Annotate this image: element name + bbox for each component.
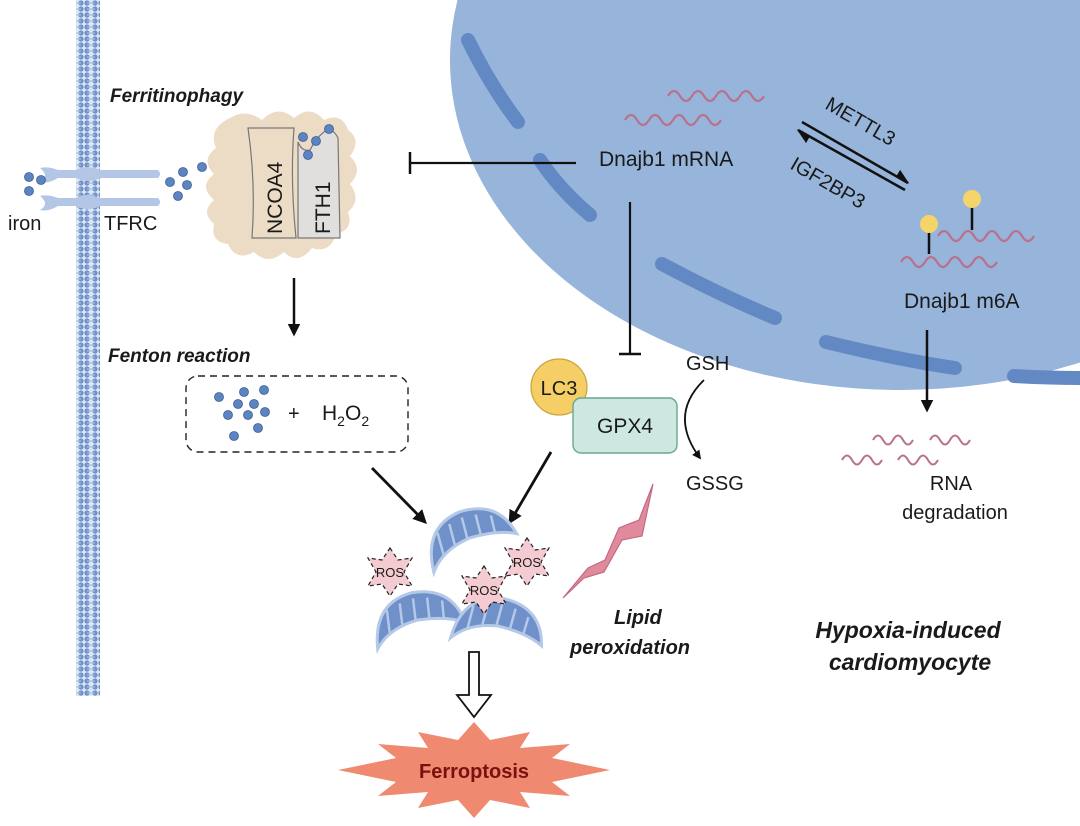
ros-label: ROS xyxy=(470,583,499,598)
gsh-to-gssg-arrow xyxy=(684,379,705,460)
ncoa4-label: NCOA4 xyxy=(264,161,287,234)
degraded-rna-fragments xyxy=(841,434,971,466)
iron-dot xyxy=(324,124,334,134)
ros-star: ROS xyxy=(366,546,414,598)
iron-dot xyxy=(259,385,269,395)
dnajb1-mrna-label: Dnajb1 mRNA xyxy=(599,148,733,171)
arrow-gpx4-to-mitochondria xyxy=(508,451,553,525)
fenton-iron xyxy=(214,385,270,441)
m6a-mark xyxy=(963,190,981,208)
ferritinophagy-label: Ferritinophagy xyxy=(110,86,244,107)
iron-ions-intracellular xyxy=(165,162,207,201)
nuclear-envelope-segment xyxy=(461,33,525,129)
ros-label: ROS xyxy=(513,555,542,570)
cell-type-label-1: Hypoxia-induced xyxy=(815,617,1001,643)
rna-fragment xyxy=(897,454,939,466)
h2o2-label: H2O2 xyxy=(322,402,369,429)
ros-species: ROS ROS ROS xyxy=(366,536,551,616)
gssg-label: GSSG xyxy=(686,473,744,495)
plus-sign: + xyxy=(288,403,300,425)
fth1-label: FTH1 xyxy=(312,182,335,235)
iron-dot xyxy=(303,150,313,160)
rna-degradation-label-1: RNA xyxy=(930,473,973,495)
iron-dot xyxy=(24,186,34,196)
ros-label: ROS xyxy=(376,565,405,580)
iron-dot xyxy=(214,392,224,402)
fenton-reaction-label: Fenton reaction xyxy=(108,346,251,367)
iron-dot xyxy=(197,162,207,172)
lc3-protein xyxy=(530,358,588,416)
nuclear-envelope-segment xyxy=(1007,369,1080,385)
lipid-peroxidation-bolt xyxy=(562,483,654,599)
mettl3-arrow xyxy=(801,120,910,185)
iron-label: iron xyxy=(8,213,41,235)
arrow-to-ferroptosis xyxy=(455,651,493,719)
gpx4-label: GPX4 xyxy=(597,415,653,438)
gsh-label: GSH xyxy=(686,353,729,375)
ncoa4-protein xyxy=(247,127,297,239)
mrna-strand xyxy=(900,255,998,269)
rna-degradation-label-2: degradation xyxy=(902,502,1008,524)
iron-ions-extracellular xyxy=(24,172,46,196)
lipid-peroxidation-label-1: Lipid xyxy=(614,607,663,629)
tfrc-receptor xyxy=(40,167,160,211)
mitochondrion xyxy=(375,590,468,655)
lc3-label: LC3 xyxy=(541,378,578,400)
nuclear-envelope-segment xyxy=(819,335,962,375)
plasma-membrane xyxy=(76,0,100,696)
dnajb1-m6a-label: Dnajb1 m6A xyxy=(904,290,1020,313)
iron-dot xyxy=(253,423,263,433)
nuclear-envelope-segment xyxy=(533,153,597,222)
arrow-fenton-to-mitochondria xyxy=(371,467,427,524)
rna-fragment xyxy=(872,434,914,446)
damaged-mitochondria xyxy=(375,507,544,655)
iron-dot xyxy=(243,410,253,420)
m6a-mark xyxy=(920,215,938,233)
dnajb1-m6a-mrna xyxy=(900,190,1035,269)
ros-star: ROS xyxy=(460,564,508,616)
dnajb1-mrna-strands xyxy=(624,89,765,127)
iron-dot xyxy=(24,172,34,182)
mitochondrion xyxy=(429,507,520,578)
ros-star: ROS xyxy=(503,536,551,588)
ferroptosis-burst xyxy=(338,722,610,818)
ferroptosis-label: Ferroptosis xyxy=(419,761,529,783)
cell-type-label-2: cardiomyocyte xyxy=(829,649,992,675)
iron-dot xyxy=(182,180,192,190)
ferritin-iron xyxy=(298,124,334,160)
iron-dot xyxy=(178,167,188,177)
nucleus xyxy=(450,0,1080,390)
lipid-peroxidation-label-2: peroxidation xyxy=(569,637,690,659)
rna-fragment xyxy=(929,434,971,446)
iron-dot xyxy=(249,399,259,409)
iron-dot xyxy=(298,132,308,142)
mrna-strand xyxy=(937,229,1035,243)
iron-dot xyxy=(36,175,46,185)
nuclear-envelope-segment xyxy=(655,257,782,325)
iron-dot xyxy=(165,177,175,187)
iron-dot xyxy=(229,431,239,441)
nucleus-body xyxy=(450,0,1080,390)
iron-dot xyxy=(239,387,249,397)
iron-dot xyxy=(260,407,270,417)
iron-dot xyxy=(173,191,183,201)
nuclear-envelope xyxy=(461,33,1080,385)
gpx4-protein xyxy=(572,397,678,454)
iron-dot xyxy=(223,410,233,420)
igf2bp3-arrow xyxy=(796,128,906,192)
fenton-box xyxy=(185,375,409,453)
rna-fragment xyxy=(841,454,883,466)
mrna-strand xyxy=(667,89,765,103)
mrna-strand xyxy=(624,113,722,127)
iron-dot xyxy=(233,399,243,409)
tfrc-label: TFRC xyxy=(104,213,157,235)
iron-dot xyxy=(311,136,321,146)
